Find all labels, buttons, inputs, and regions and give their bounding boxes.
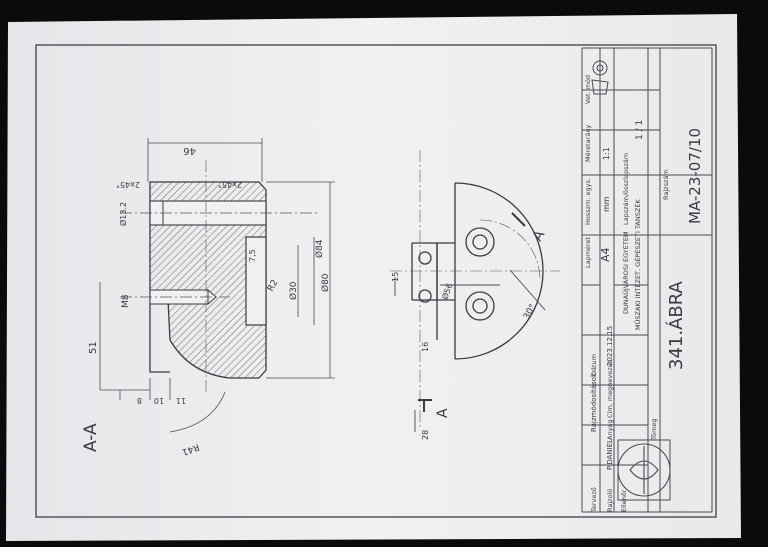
front-dimensions (394, 269, 546, 432)
tb-cim-label: Cím, megnevezés (606, 359, 614, 418)
cut-markers (418, 212, 526, 412)
tb-hossz-label: Hosszm. egys. (584, 178, 592, 225)
tb-rajzszam-value: MA-23-07/10 (686, 128, 704, 224)
paper-sheet (6, 14, 741, 541)
tb-title-value: 341.ÁBRA (665, 280, 687, 370)
dim-51: 51 (88, 341, 99, 354)
tb-datum-value: 2023.12.15 (606, 326, 614, 366)
tb-tervezo: Tervező (589, 487, 598, 513)
tb-vet-label: Vet. mód (584, 75, 592, 104)
dim-15: 15 (391, 272, 400, 282)
dim-28: 28 (421, 430, 430, 440)
tb-hossz-value: mm (602, 196, 611, 212)
dim-d84: Ø84 (314, 239, 325, 258)
dim-d80: Ø80 (320, 273, 331, 292)
section-view (120, 160, 320, 395)
tb-rajzszam-label: Rajzszám (662, 169, 670, 200)
projection-symbol-icon (591, 60, 609, 95)
section-body (149, 181, 267, 379)
title-block (581, 47, 713, 513)
dim-75: 7,5 (248, 249, 257, 262)
front-view (411, 182, 544, 360)
tb-datum-label: Dátum (590, 354, 598, 376)
tb-meretarany-value: 1:1 (602, 147, 611, 160)
tb-lapszam-value: 1 / 1 (635, 120, 645, 140)
dim-m8: M8 (121, 294, 131, 308)
tb-institute: MŰSZAKI INTÉZET, GÉPÉSZETI TANSZÉK (633, 199, 642, 330)
tb-lapszam-label: Lapszám/összlapszám (622, 153, 630, 225)
section-dimensions (99, 138, 335, 433)
dim-chamfer-mid: 2x45° (218, 180, 242, 189)
tb-rajzmodositasok: Rajzmódosítások (590, 372, 598, 432)
dim-d13: Ø13.2 (118, 202, 128, 226)
front-centerlines (390, 150, 560, 430)
bore-cut (245, 236, 267, 326)
tb-rajzolo-name: P.DANIEL (606, 439, 614, 470)
tb-university: DUNAÚJVÁROSI EGYETEM (621, 231, 630, 314)
dim-10: 10 (154, 396, 164, 405)
dim-d30: Ø30 (288, 281, 299, 300)
title-block-text: Rajzmódosítások Lapméret A4 Hosszm. egys… (584, 75, 704, 513)
thread-hole (149, 289, 209, 305)
tb-lapmeret-value: A4 (599, 247, 612, 262)
dim-8: 8 (137, 396, 142, 405)
tb-lapmeret-label: Lapméret (584, 236, 592, 268)
dim-16: 16 (421, 342, 430, 352)
tb-ellenor: Ellenőr (619, 489, 628, 512)
section-title: A-A (81, 423, 101, 452)
drawing-frame (35, 44, 717, 518)
cut-marker-bottom: A (435, 408, 451, 418)
tb-anyag: Anyag (606, 419, 614, 440)
dim-chamfer-left: 2x45° (116, 180, 140, 189)
tb-rajzolo: Rajzoló (606, 489, 614, 512)
dim-11: 11 (176, 396, 186, 405)
dim-46: 46 (183, 145, 196, 156)
tb-tomeg: Tömeg (650, 418, 658, 441)
tb-meretarany-label: Méretarány (584, 125, 592, 162)
university-logo (617, 443, 671, 497)
